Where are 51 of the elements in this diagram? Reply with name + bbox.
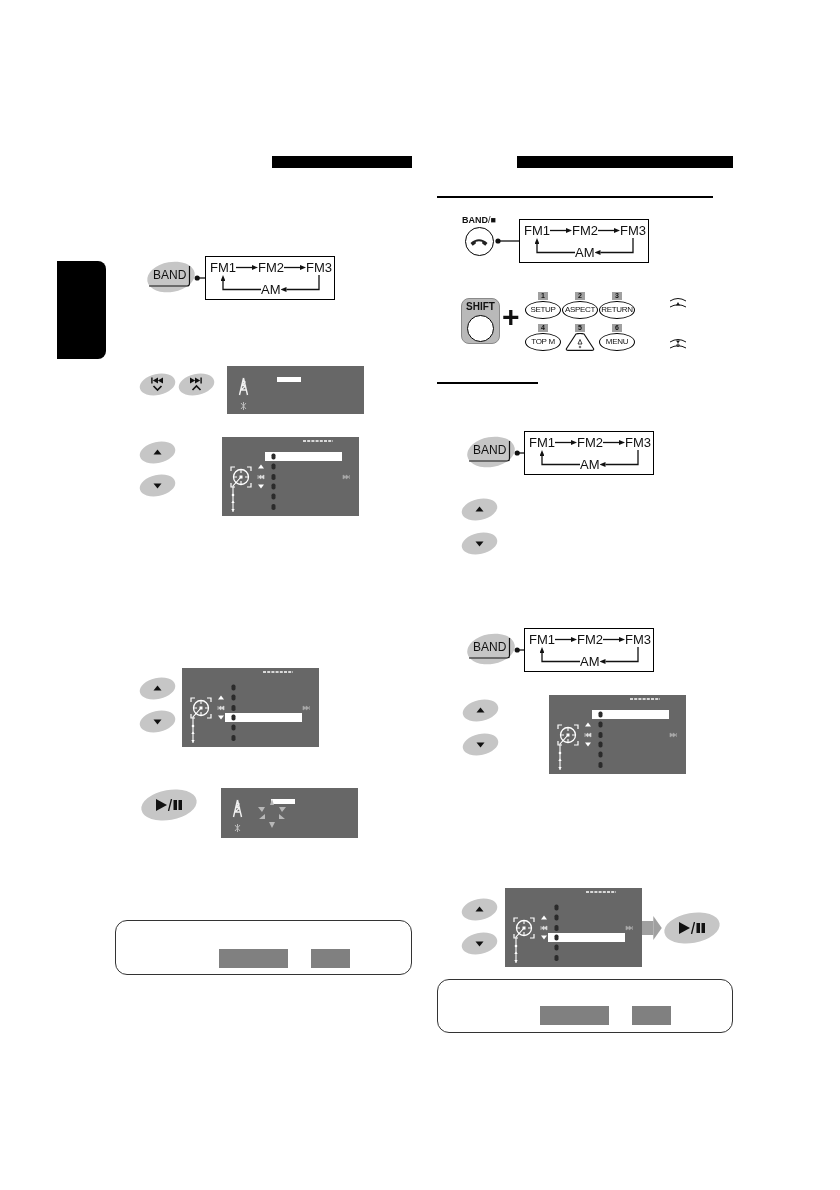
band-label: FM1 <box>529 632 555 647</box>
arrow <box>549 228 572 233</box>
connector-line <box>495 238 520 244</box>
arrow <box>235 265 258 270</box>
arrow <box>554 440 577 445</box>
key-label: BAND/■ <box>462 215 496 225</box>
band-cycle-frame <box>524 628 654 672</box>
band-label: FM2 <box>258 260 284 275</box>
arrow <box>554 637 577 642</box>
band-label: FM1 <box>529 435 555 450</box>
arrow <box>534 238 576 254</box>
band-cycle-frame <box>519 219 649 263</box>
arrow <box>602 440 625 445</box>
section-tab <box>57 261 106 359</box>
menu-screen-drawing <box>505 888 642 967</box>
plus-sign: + <box>502 302 520 332</box>
key-button: SETUP <box>525 301 561 319</box>
arrow <box>539 450 581 466</box>
key-button: RETURN <box>599 301 635 319</box>
band-label: FM3 <box>625 435 651 450</box>
band-label: AM <box>580 457 600 472</box>
arrow <box>220 275 262 291</box>
band-label: FM2 <box>577 435 603 450</box>
band-cycle-frame <box>524 431 654 475</box>
band-label: FM3 <box>620 223 646 238</box>
connector-line <box>514 450 525 456</box>
band-label: FM1 <box>210 260 236 275</box>
arrow <box>280 274 320 292</box>
connector-line <box>514 647 525 653</box>
band-label: FM1 <box>524 223 550 238</box>
shift-button: SHIFT <box>461 298 500 344</box>
arrow <box>602 637 625 642</box>
arrow <box>597 228 620 233</box>
band-label: FM3 <box>306 260 332 275</box>
connector-line <box>194 275 206 281</box>
arrow <box>283 265 306 270</box>
band-label: AM <box>580 654 600 669</box>
arrow <box>594 237 634 255</box>
band-label: AM <box>575 245 595 260</box>
band-label: AM <box>261 282 281 297</box>
arrow <box>599 646 639 664</box>
band-cycle-frame <box>205 256 335 300</box>
block-arrow <box>642 916 662 940</box>
band-label: FM3 <box>625 632 651 647</box>
arrow <box>539 647 581 663</box>
band-label: FM2 <box>572 223 598 238</box>
key-button: ASPECT <box>562 301 598 319</box>
key-button: MENU <box>599 333 635 351</box>
band-label: FM2 <box>577 632 603 647</box>
key-button: TOP M <box>525 333 561 351</box>
arrow <box>599 449 639 467</box>
